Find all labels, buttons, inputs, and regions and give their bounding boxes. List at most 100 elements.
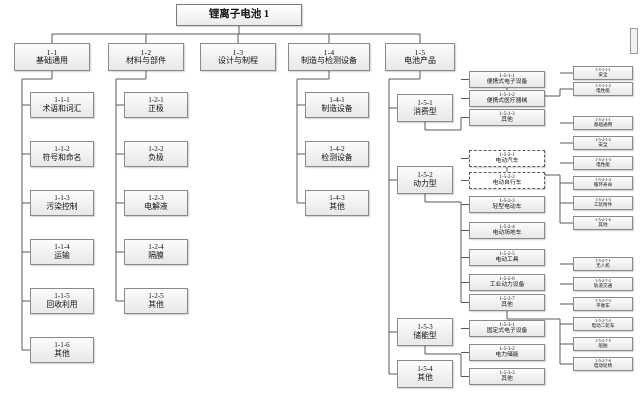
node-label: 便携式电子设备 <box>486 79 528 86</box>
node-label: 储能型 <box>413 330 437 340</box>
node-code: 1-1-2 <box>54 145 70 154</box>
node-code: 1-2-1 <box>148 96 164 105</box>
node-label: 隔膜 <box>148 250 164 260</box>
node-label: 材料与部件 <box>126 55 166 65</box>
page-edge-mark <box>630 28 638 54</box>
node-label: 负极 <box>148 152 164 162</box>
node-label: 其他 <box>417 372 433 382</box>
node-code: 1-2-2 <box>148 145 164 154</box>
node-code: 1-5-2-7-4 <box>595 318 611 324</box>
node-code: 1-5-2-1-6 <box>595 217 611 223</box>
node-code: 1-5-2-1 <box>499 151 515 158</box>
node-label: 无人机 <box>596 262 610 268</box>
node-code: 1-5-2-7-5 <box>595 338 611 344</box>
node-code: 1-4-1 <box>329 96 345 105</box>
node-code: 1-5-2-3 <box>499 197 515 204</box>
node-code: 1-5-2-1-5 <box>595 197 611 203</box>
node-label: 其他 <box>148 299 164 309</box>
node-code: 1-2 <box>140 47 152 57</box>
node-code: 1-4 <box>323 47 335 57</box>
node-label: 电性能 <box>596 87 610 93</box>
node-code: 1-5-2-1-2 <box>595 137 611 143</box>
node-label: 循环寿命 <box>593 181 613 187</box>
node-label: 轻型电动车 <box>492 204 522 211</box>
node-code: 1-5-4 <box>417 365 433 374</box>
node-label: 动力型 <box>413 178 437 188</box>
node-code: 1-1 <box>46 47 58 57</box>
node-code: 1-2-3 <box>148 194 164 203</box>
node-label: 电性能 <box>596 161 610 167</box>
node-root[interactable]: 锂离子电池 1 <box>176 4 302 26</box>
node-label: 其他 <box>598 221 608 227</box>
node-code: 1-5-2-2 <box>499 173 515 180</box>
node-label: 电动工具 <box>495 257 519 264</box>
node-label: 工业动力设备 <box>489 282 525 289</box>
node-code: 1-5-1 <box>417 99 433 108</box>
node-code: 1-1-5 <box>54 292 70 301</box>
node-label: 其他 <box>501 302 513 309</box>
node-label: 消费型 <box>413 106 437 116</box>
node-label: 安全 <box>598 71 608 77</box>
node-label: 制造设备 <box>321 103 353 113</box>
node-code: 1-5-3-2 <box>499 345 515 352</box>
node-label: 安全 <box>598 141 608 147</box>
node-label: 制造与检测设备 <box>301 55 357 65</box>
node-label: 运输 <box>54 250 70 260</box>
node-code: 1-5-1-1-1 <box>595 67 611 73</box>
node-label: 电动汽车 <box>495 158 519 165</box>
node-code: 1-3 <box>232 47 244 57</box>
node-label: 其他 <box>329 201 345 211</box>
